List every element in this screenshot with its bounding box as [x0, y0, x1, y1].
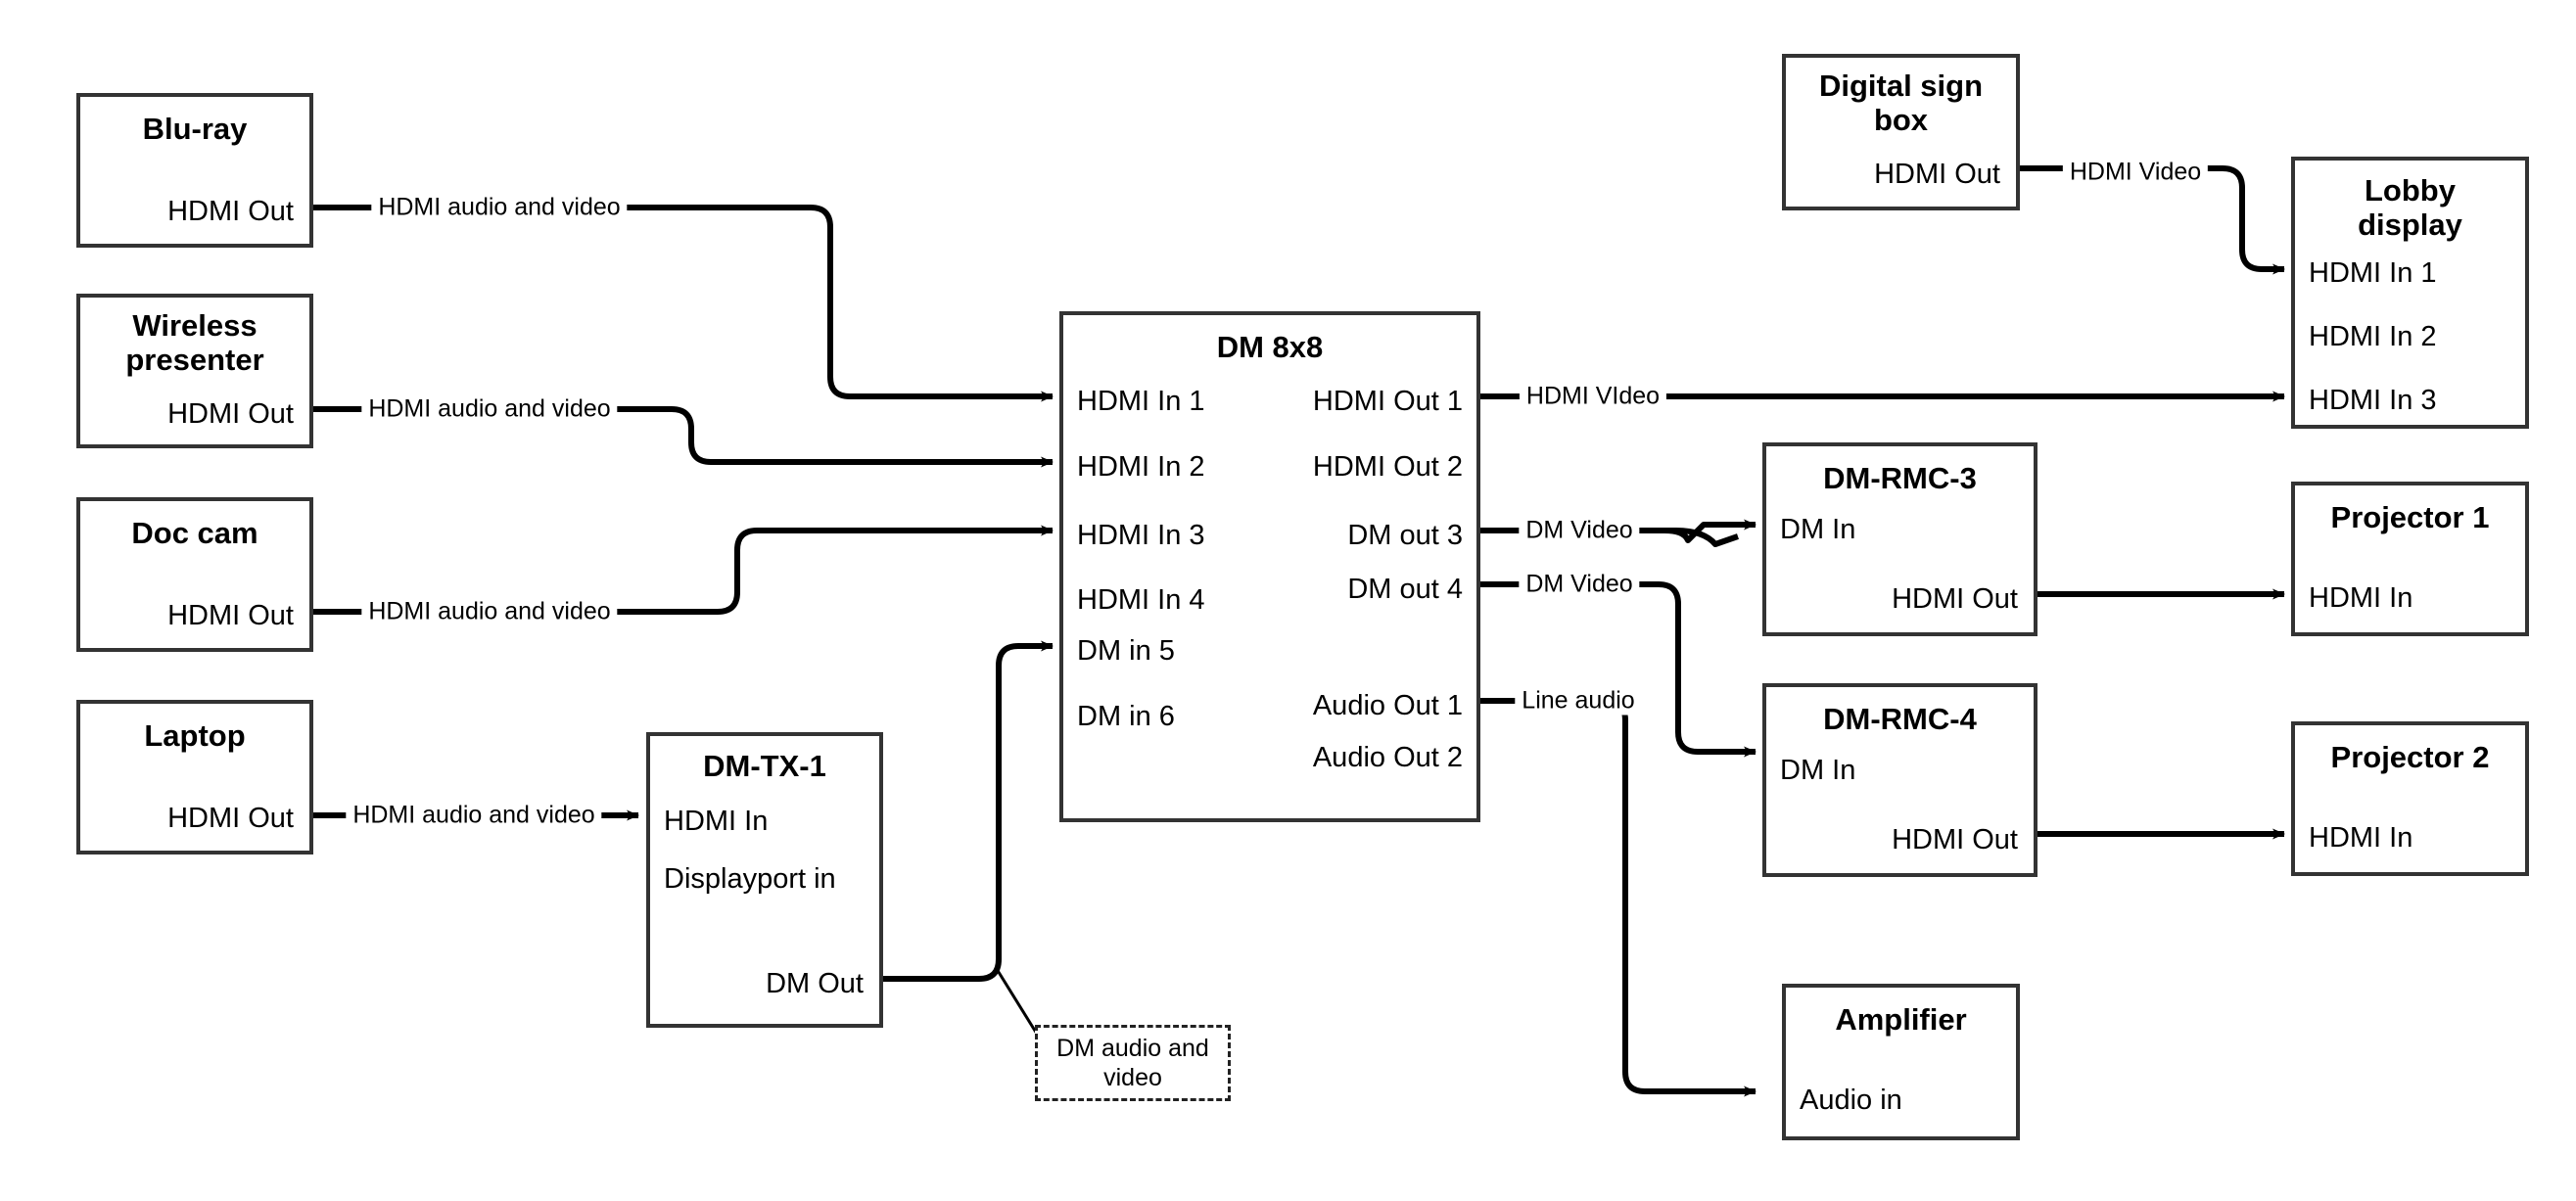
- node-dm-8x8-port-dm-in-6[interactable]: DM in 6: [1077, 701, 1175, 732]
- node-dm-8x8-port-dm-in-5[interactable]: DM in 5: [1077, 635, 1175, 667]
- node-lobby-display-port-hdmi-in-2[interactable]: HDMI In 2: [2309, 321, 2437, 352]
- node-projector-1-title: Projector 1: [2330, 500, 2490, 534]
- wire-dm-audio1-to-amp: [1480, 698, 1756, 1097]
- node-dm-8x8-port-hdmi-in-4[interactable]: HDMI In 4: [1077, 584, 1205, 616]
- wire-label-dm-out1-to-lobby: HDMI VIdeo: [1519, 382, 1667, 411]
- node-dm-tx-1-port-displayport-in[interactable]: Displayport in: [664, 863, 836, 895]
- node-dm-rmc-3-port-dm-in[interactable]: DM In: [1780, 514, 1856, 545]
- wire-tx-out-to-dm-in5: [883, 640, 1054, 982]
- node-lobby-display-port-hdmi-in-3[interactable]: HDMI In 3: [2309, 385, 2437, 416]
- wire-doccam-to-dm-in3: [313, 525, 1054, 615]
- node-projector-2-title: Projector 2: [2330, 740, 2490, 774]
- wire-dm-out3-to-rmc3-b: [1480, 528, 1739, 547]
- node-projector-2[interactable]: Projector 2 HDMI In: [2291, 721, 2529, 876]
- node-dm-8x8-port-hdmi-out-2[interactable]: HDMI Out 2: [1312, 451, 1463, 483]
- node-dm-rmc-4-port-hdmi-out[interactable]: HDMI Out: [1892, 824, 2018, 855]
- wire-bluray-to-dm-in1: [313, 205, 1054, 402]
- node-digital-sign-box[interactable]: Digital sign box HDMI Out: [1782, 54, 2020, 210]
- node-dm-rmc-3-title: DM-RMC-3: [1823, 461, 1977, 495]
- node-projector-1[interactable]: Projector 1 HDMI In: [2291, 482, 2529, 636]
- node-wireless-presenter[interactable]: Wireless presenter HDMI Out: [76, 294, 313, 448]
- node-dm-8x8-port-hdmi-in-3[interactable]: HDMI In 3: [1077, 520, 1205, 551]
- node-dm-rmc-4-port-dm-in[interactable]: DM In: [1780, 755, 1856, 786]
- node-doc-cam-port-hdmi-out[interactable]: HDMI Out: [167, 600, 294, 631]
- wire-wireless-to-dm-in2: [313, 406, 1054, 468]
- node-bluray-port-hdmi-out[interactable]: HDMI Out: [167, 196, 294, 227]
- node-projector-2-port-hdmi-in[interactable]: HDMI In: [2309, 822, 2413, 854]
- node-lobby-display[interactable]: Lobby display HDMI In 1 HDMI In 2 HDMI I…: [2291, 157, 2529, 429]
- node-doc-cam[interactable]: Doc cam HDMI Out: [76, 497, 313, 652]
- wire-sign-to-lobby-in1: [2020, 165, 2285, 275]
- node-digital-sign-box-port-hdmi-out[interactable]: HDMI Out: [1874, 159, 2000, 190]
- node-amplifier-port-audio-in[interactable]: Audio in: [1800, 1085, 1902, 1116]
- node-dm-rmc-4[interactable]: DM-RMC-4 DM In HDMI Out: [1762, 683, 2037, 877]
- node-bluray[interactable]: Blu-ray HDMI Out: [76, 93, 313, 248]
- node-dm-8x8-port-dm-out-4[interactable]: DM out 4: [1347, 574, 1463, 605]
- node-dm-tx-1-port-hdmi-in[interactable]: HDMI In: [664, 806, 769, 837]
- wire-label-dm-audio1-to-amp: Line audio: [1515, 686, 1642, 716]
- node-dm-8x8-port-hdmi-in-2[interactable]: HDMI In 2: [1077, 451, 1205, 483]
- wire-label-sign-to-lobby: HDMI Video: [2062, 158, 2209, 187]
- callout-dm-audio-and-video: DM audio and video: [1035, 1025, 1231, 1101]
- node-laptop-port-hdmi-out[interactable]: HDMI Out: [167, 803, 294, 834]
- node-lobby-display-port-hdmi-in-1[interactable]: HDMI In 1: [2309, 257, 2437, 289]
- wire-label-dm-out3-to-rmc3: DM Video: [1519, 516, 1640, 545]
- node-laptop-title: Laptop: [144, 718, 246, 753]
- node-dm-8x8-port-audio-out-1[interactable]: Audio Out 1: [1312, 690, 1463, 721]
- node-laptop[interactable]: Laptop HDMI Out: [76, 700, 313, 855]
- node-dm-tx-1[interactable]: DM-TX-1 HDMI In Displayport in DM Out: [646, 732, 883, 1028]
- wire-label-dm-out4-to-rmc4: DM Video: [1519, 570, 1640, 599]
- wire-label-bluray-to-dm: HDMI audio and video: [371, 193, 628, 222]
- wire-dm-out4-to-rmc4: [1480, 581, 1756, 758]
- node-dm-rmc-3[interactable]: DM-RMC-3 DM In HDMI Out: [1762, 442, 2037, 636]
- node-doc-cam-title: Doc cam: [131, 516, 258, 550]
- node-projector-1-port-hdmi-in[interactable]: HDMI In: [2309, 582, 2413, 614]
- node-dm-8x8-port-audio-out-2[interactable]: Audio Out 2: [1312, 742, 1463, 773]
- node-dm-8x8-title: DM 8x8: [1216, 330, 1324, 364]
- node-dm-8x8-port-hdmi-out-1[interactable]: HDMI Out 1: [1312, 386, 1463, 417]
- node-bluray-title: Blu-ray: [142, 112, 248, 146]
- wire-label-wireless-to-dm: HDMI audio and video: [361, 394, 618, 424]
- wire-label-doccam-to-dm: HDMI audio and video: [361, 597, 618, 626]
- node-wireless-presenter-port-hdmi-out[interactable]: HDMI Out: [167, 398, 294, 430]
- node-wireless-presenter-title: Wireless presenter: [125, 308, 264, 377]
- node-dm-rmc-3-port-hdmi-out[interactable]: HDMI Out: [1892, 583, 2018, 615]
- node-dm-tx-1-port-dm-out[interactable]: DM Out: [766, 968, 864, 999]
- node-dm-8x8[interactable]: DM 8x8 HDMI In 1 HDMI In 2 HDMI In 3 HDM…: [1059, 311, 1480, 822]
- node-amplifier-title: Amplifier: [1835, 1002, 1967, 1037]
- node-lobby-display-title: Lobby display: [2358, 173, 2462, 242]
- node-dm-tx-1-title: DM-TX-1: [703, 749, 826, 783]
- node-dm-8x8-port-dm-out-3[interactable]: DM out 3: [1347, 520, 1463, 551]
- node-amplifier[interactable]: Amplifier Audio in: [1782, 984, 2020, 1140]
- wire-label-laptop-to-tx: HDMI audio and video: [346, 801, 602, 830]
- node-dm-8x8-port-hdmi-in-1[interactable]: HDMI In 1: [1077, 386, 1205, 417]
- node-digital-sign-box-title: Digital sign box: [1818, 69, 1984, 137]
- node-dm-rmc-4-title: DM-RMC-4: [1823, 702, 1977, 736]
